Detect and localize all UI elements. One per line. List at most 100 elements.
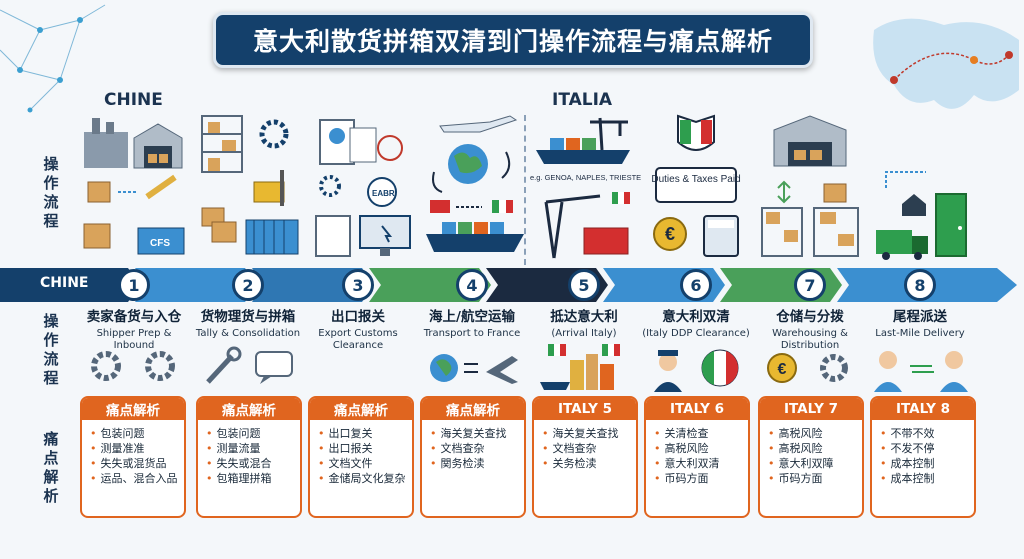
door-icon	[935, 193, 967, 257]
pain-point-item: •成本控制	[880, 457, 935, 470]
pain-card-8: ITALY 8•不带不效•不发不停•成本控制•成本控制	[870, 396, 976, 518]
row-label-ops: 操作流程	[43, 155, 59, 230]
pain-point-item: •高税风险	[654, 442, 709, 455]
pain-point-item: •不发不停	[880, 442, 935, 455]
euro-coin-icon: €	[767, 353, 797, 383]
cfs-label: CFS	[150, 238, 170, 249]
pain-icons-4	[420, 342, 532, 394]
pain-card-1: 痛点解析•包装问题•测量准准•失失或混货品•运品、混合入品	[80, 396, 186, 518]
step-number-6: 6	[680, 269, 712, 301]
ops-illustration-6: Duties & Taxes Paid €	[640, 112, 752, 262]
pain-card-7: ITALY 7•高税风险•高税风险•意大利双障•币码方面	[758, 396, 864, 518]
courier-icon	[874, 351, 902, 392]
timeline-origin-label: CHINE	[40, 275, 89, 291]
italy-flag-icon	[701, 349, 739, 387]
wrench-icon	[206, 346, 242, 384]
duties-paid-label: Duties & Taxes Paid	[651, 174, 740, 185]
ops-illustration-2	[194, 112, 306, 262]
page-title-banner: 意大利散货拼箱双清到门操作流程与痛点解析	[213, 12, 813, 68]
pain-point-item: •失失或混合	[206, 457, 272, 470]
region-label-china: CHINE	[104, 90, 163, 110]
pain-icons-2	[194, 342, 306, 394]
pain-point-item: •包装问题	[90, 427, 145, 440]
pain-point-item: •金储局文化复杂	[318, 472, 406, 485]
pain-point-item: •包箱理拼箱	[206, 472, 272, 485]
euro-coin-icon: €	[653, 217, 687, 251]
pain-card-3: 痛点解析•出口复关•出口报关•文档文件•金储局文化复杂	[308, 396, 414, 518]
row-label-ops-2: 操作流程	[43, 312, 59, 387]
pain-card-2: 痛点解析•包装问题•测量流量•失失或混合•包箱理拼箱	[196, 396, 302, 518]
step-number-1: 1	[118, 269, 150, 301]
svg-text:€: €	[665, 224, 675, 244]
pain-point-item: •文档文件	[318, 457, 373, 470]
delivery-truck-icon	[876, 230, 928, 260]
pain-point-item: •関务检渎	[430, 457, 485, 470]
world-map-decoration	[873, 18, 1019, 109]
step-number-8: 8	[904, 269, 936, 301]
chat-bubble-icon	[255, 351, 293, 384]
pain-point-item: •成本控制	[880, 472, 935, 485]
step-number-2: 2	[232, 269, 264, 301]
pain-point-item: •失失或混货品	[90, 457, 167, 470]
recipient-icon	[940, 351, 968, 392]
pain-point-item: •意大利双障	[768, 457, 834, 470]
officer-icon	[654, 350, 682, 392]
pain-point-item: •币码方面	[654, 472, 709, 485]
pain-point-item: •文档查杂	[430, 442, 485, 455]
step-number-3: 3	[342, 269, 374, 301]
process-timeline: CHINE 1 2 3 4 5 6 7 8	[0, 268, 1024, 302]
ops-illustration-7	[754, 112, 866, 262]
network-decoration	[0, 4, 106, 113]
pain-point-item: •高税风险	[768, 442, 823, 455]
pain-icons-5	[530, 342, 642, 394]
globe-icon	[430, 354, 458, 382]
pain-point-item: •高税风险	[768, 427, 823, 440]
step-number-4: 4	[456, 269, 488, 301]
pain-point-item: •海关复关查找	[542, 427, 619, 440]
pain-point-item: •币码方面	[768, 472, 823, 485]
pain-card-5: ITALY 5•海关复关查找•文档查杂•关务检渎	[532, 396, 638, 518]
ops-illustration-3: EABR	[310, 112, 422, 262]
step-title-6: 意大利双清(Italy DDP Clearance)	[642, 309, 750, 339]
pain-icons-6	[640, 342, 752, 394]
airplane-icon	[439, 115, 518, 133]
calculator-icon	[703, 215, 739, 257]
ops-illustration-4	[420, 112, 532, 262]
gear-icon	[820, 354, 848, 382]
pain-icons-7: €	[754, 342, 866, 394]
row-label-pain: 痛点解析	[43, 430, 59, 505]
region-label-italy: ITALIA	[552, 90, 613, 110]
pain-point-item: •不带不效	[880, 427, 935, 440]
ports-annotation: e.g. GENOA, NAPLES, TRIESTE	[530, 173, 641, 182]
svg-text:€: €	[778, 361, 787, 378]
step-number-7: 7	[794, 269, 826, 301]
ops-illustration-1: CFS	[78, 112, 190, 262]
pain-point-item: •包装问题	[206, 427, 261, 440]
pain-point-item: •意大利双清	[654, 457, 720, 470]
step-title-5: 抵达意大利(Arrival Italy)	[550, 309, 618, 339]
eabr-stamp-label: EABR	[372, 189, 395, 198]
gear-icon	[145, 351, 175, 381]
pain-point-item: •运品、混合入品	[90, 472, 178, 485]
pain-card-6: ITALY 6•关清检查•高税风险•意大利双清•币码方面	[644, 396, 750, 518]
airplane-icon	[486, 356, 518, 384]
pain-point-item: •文档查杂	[542, 442, 597, 455]
pain-icons-1	[78, 342, 190, 394]
pain-point-item: •测量准准	[90, 442, 145, 455]
house-icon	[902, 194, 926, 216]
pain-point-item: •关务检渎	[542, 457, 597, 470]
ops-illustration-5: e.g. GENOA, NAPLES, TRIESTE	[530, 112, 642, 262]
pain-point-item: •关清检查	[654, 427, 709, 440]
pain-point-item: •测量流量	[206, 442, 261, 455]
region-divider	[524, 115, 526, 265]
gear-icon	[91, 351, 121, 381]
ops-illustration-8	[866, 112, 978, 262]
pain-icons-8	[866, 342, 978, 394]
pain-point-item: •出口复关	[318, 427, 373, 440]
pain-card-4: 痛点解析•海关复关查找•文档查杂•関务检渎	[420, 396, 526, 518]
